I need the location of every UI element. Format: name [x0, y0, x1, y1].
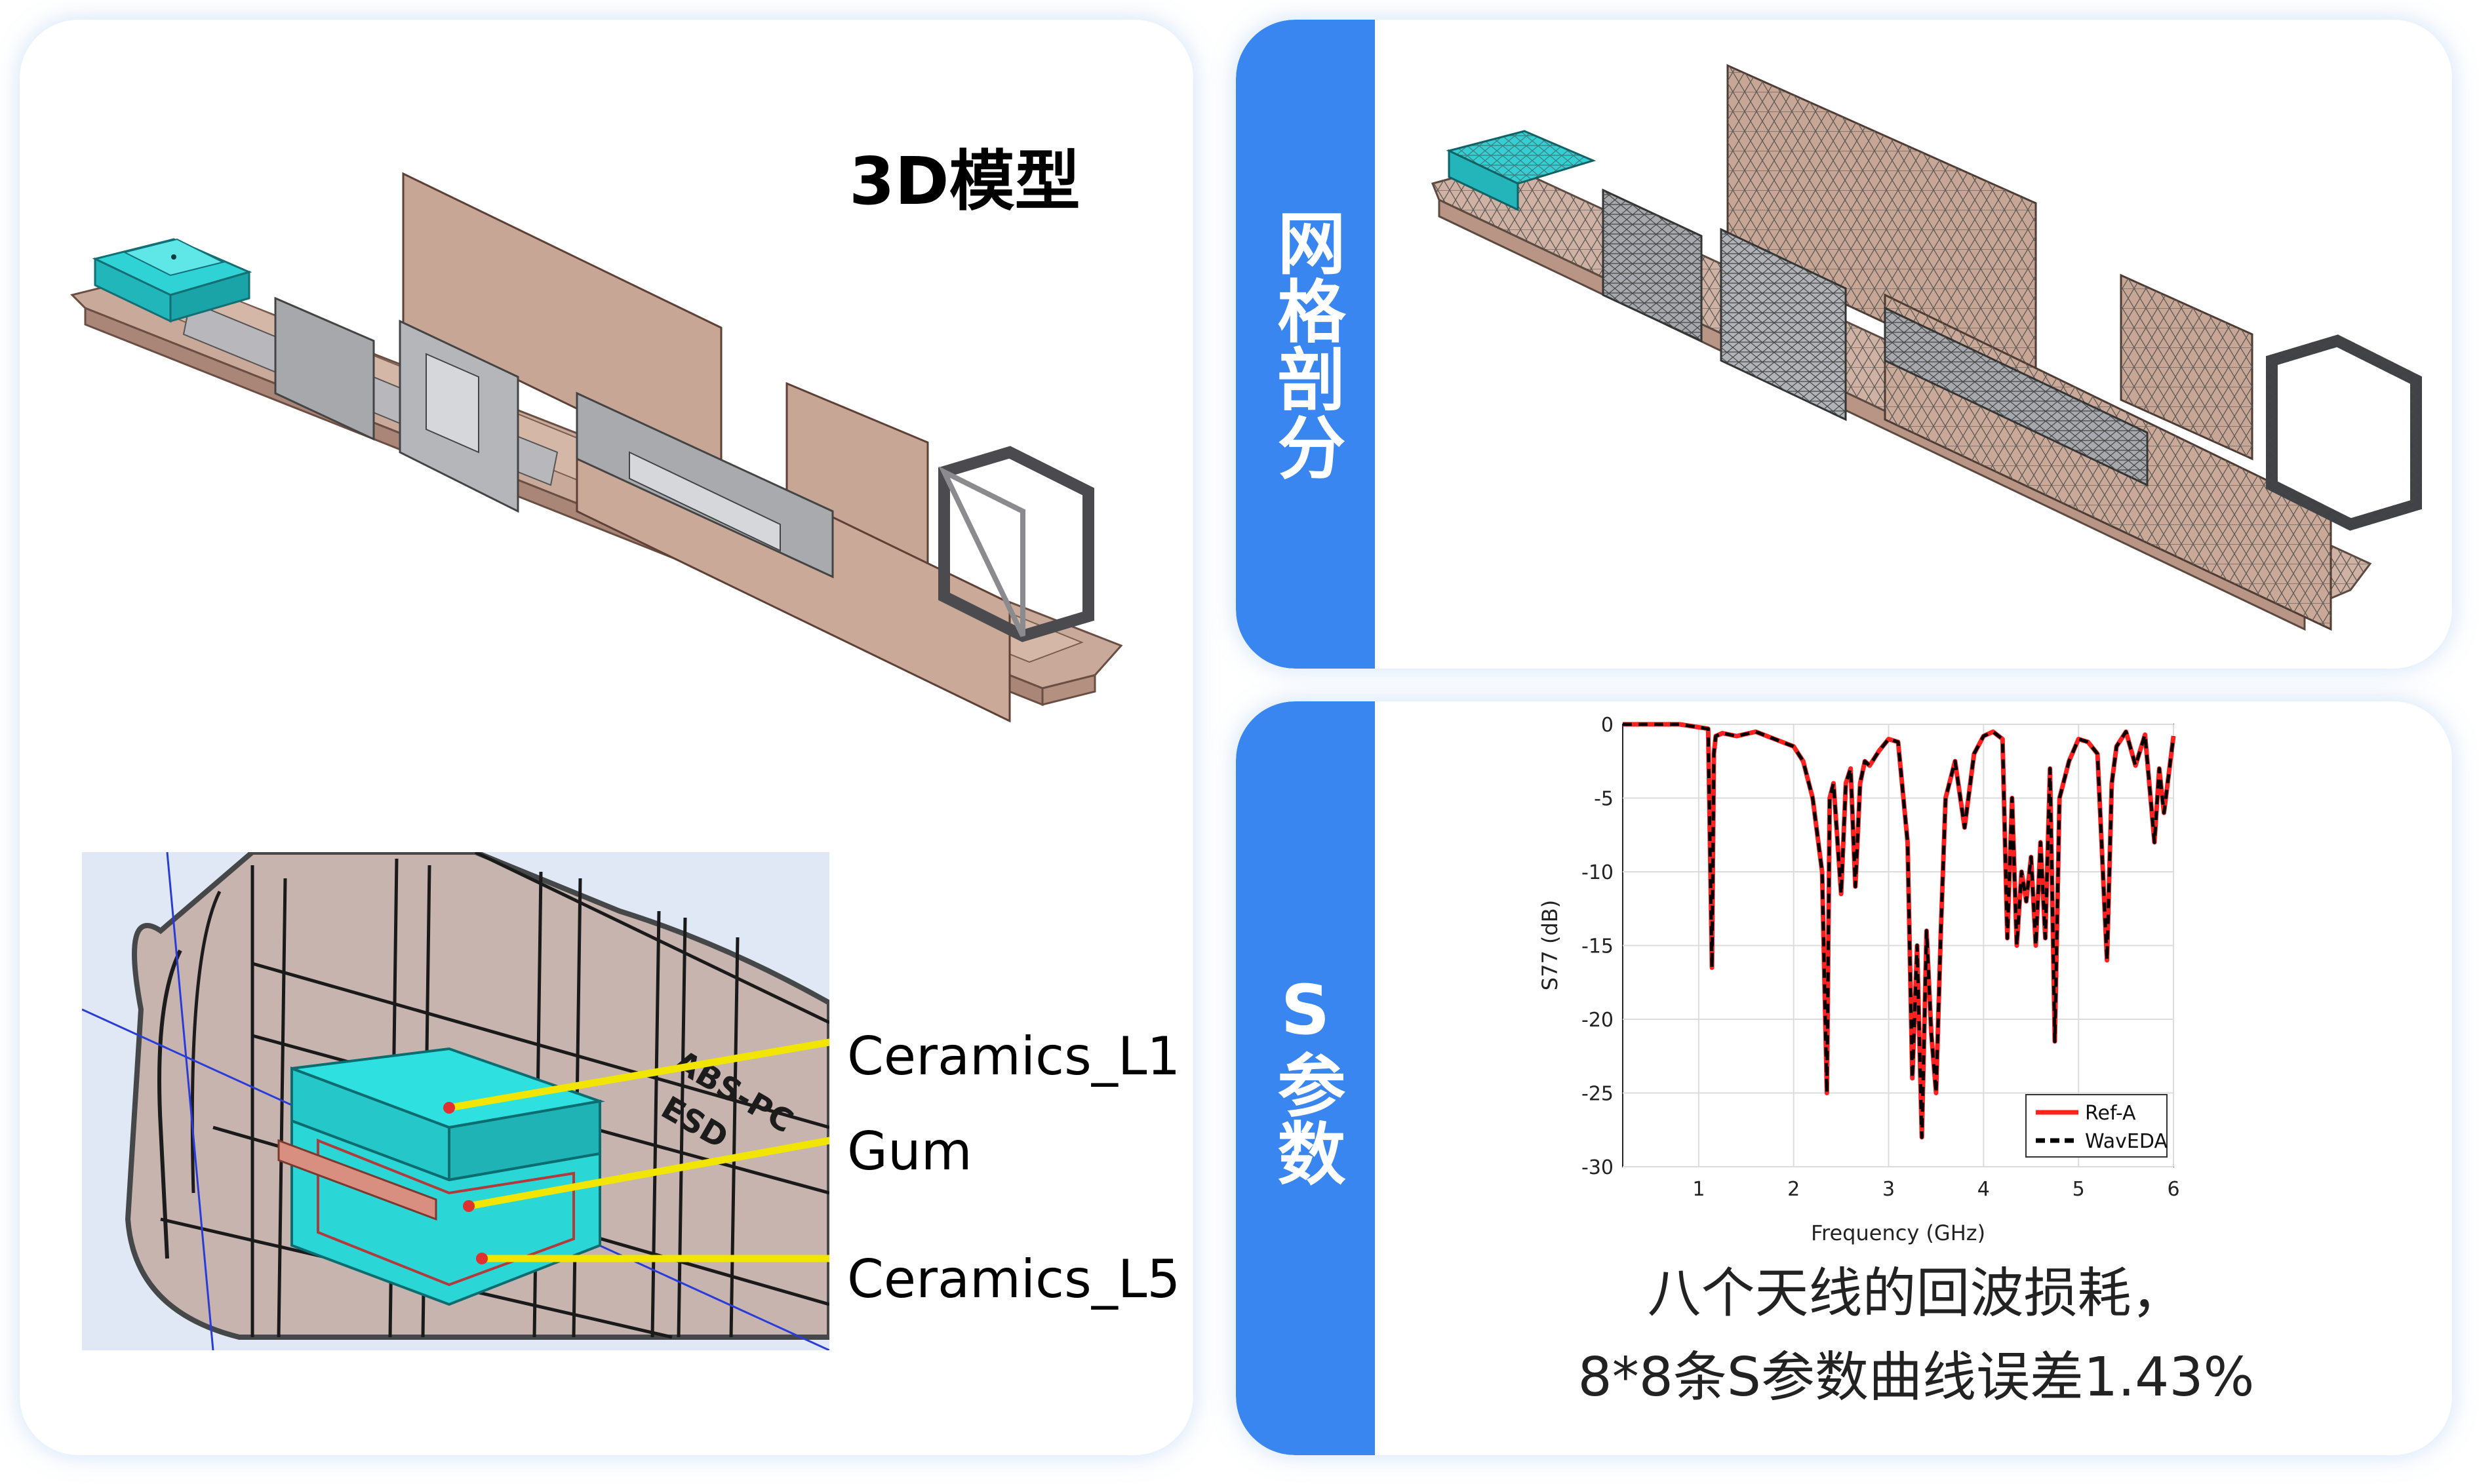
sparam-tab: S参数: [1236, 701, 1375, 1455]
y-axis-label: S77 (dB): [1537, 900, 1562, 990]
mesh-tab: 网格剖分: [1236, 20, 1375, 669]
x-tick-label: 5: [2072, 1178, 2085, 1201]
callout-gum: Gum: [847, 1121, 972, 1182]
sparam-caption: 八个天线的回波损耗， 8*8条S参数曲线误差1.43%: [1380, 1252, 2452, 1420]
mesh-tab-label: 网格剖分: [1265, 208, 1345, 480]
legend-label-wav: WavEDA: [2085, 1130, 2168, 1153]
sparam-panel: S参数 1 2 3 4 5 6 0 -5 -10 -15 -20 -25 -30 Frequency (…: [1236, 701, 2452, 1455]
antenna-3d-model: [70, 172, 1123, 723]
y-tick-label: -30: [1581, 1156, 1614, 1179]
x-tick-label: 4: [1977, 1178, 1990, 1201]
meshed-model: [1431, 64, 2422, 631]
y-tick-label: -15: [1581, 935, 1614, 958]
y-tick-label: -25: [1581, 1083, 1614, 1106]
model-title: 3D模型: [849, 143, 1081, 220]
legend-label-ref: Ref-A: [2085, 1102, 2136, 1125]
y-tick-label: -20: [1581, 1009, 1614, 1032]
x-tick-label: 1: [1692, 1178, 1705, 1201]
model-panel: 3D模型: [20, 20, 1193, 1455]
x-tick-label: 2: [1787, 1178, 1800, 1201]
x-tick-label: 6: [2167, 1178, 2179, 1201]
s77-chart: 1 2 3 4 5 6 0 -5 -10 -15 -20 -25 -30 Frequency (GHz)…: [1537, 714, 2180, 1245]
callout-ceramics-l1: Ceramics_L1: [847, 1026, 1181, 1087]
legend: Ref-A WavEDA: [2025, 1094, 2168, 1158]
x-tick-label: 3: [1882, 1178, 1895, 1201]
x-axis-label: Frequency (GHz): [1811, 1220, 1985, 1245]
series-line-waveda: [1623, 722, 2175, 1139]
sparam-tab-label: S参数: [1265, 970, 1345, 1186]
callout-ceramics-l5: Ceramics_L5: [847, 1249, 1181, 1310]
caption-line-2: 8*8条S参数曲线误差1.43%: [1577, 1346, 2255, 1409]
y-tick-label: 0: [1601, 714, 1614, 737]
caption-line-1: 八个天线的回波损耗，: [1647, 1262, 2185, 1325]
y-tick-label: -10: [1581, 861, 1614, 884]
mesh-panel: 网格剖分: [1236, 20, 2452, 669]
y-tick-label: -5: [1594, 788, 1614, 811]
internal-structure-view: ABS-PC ESD: [82, 852, 829, 1350]
